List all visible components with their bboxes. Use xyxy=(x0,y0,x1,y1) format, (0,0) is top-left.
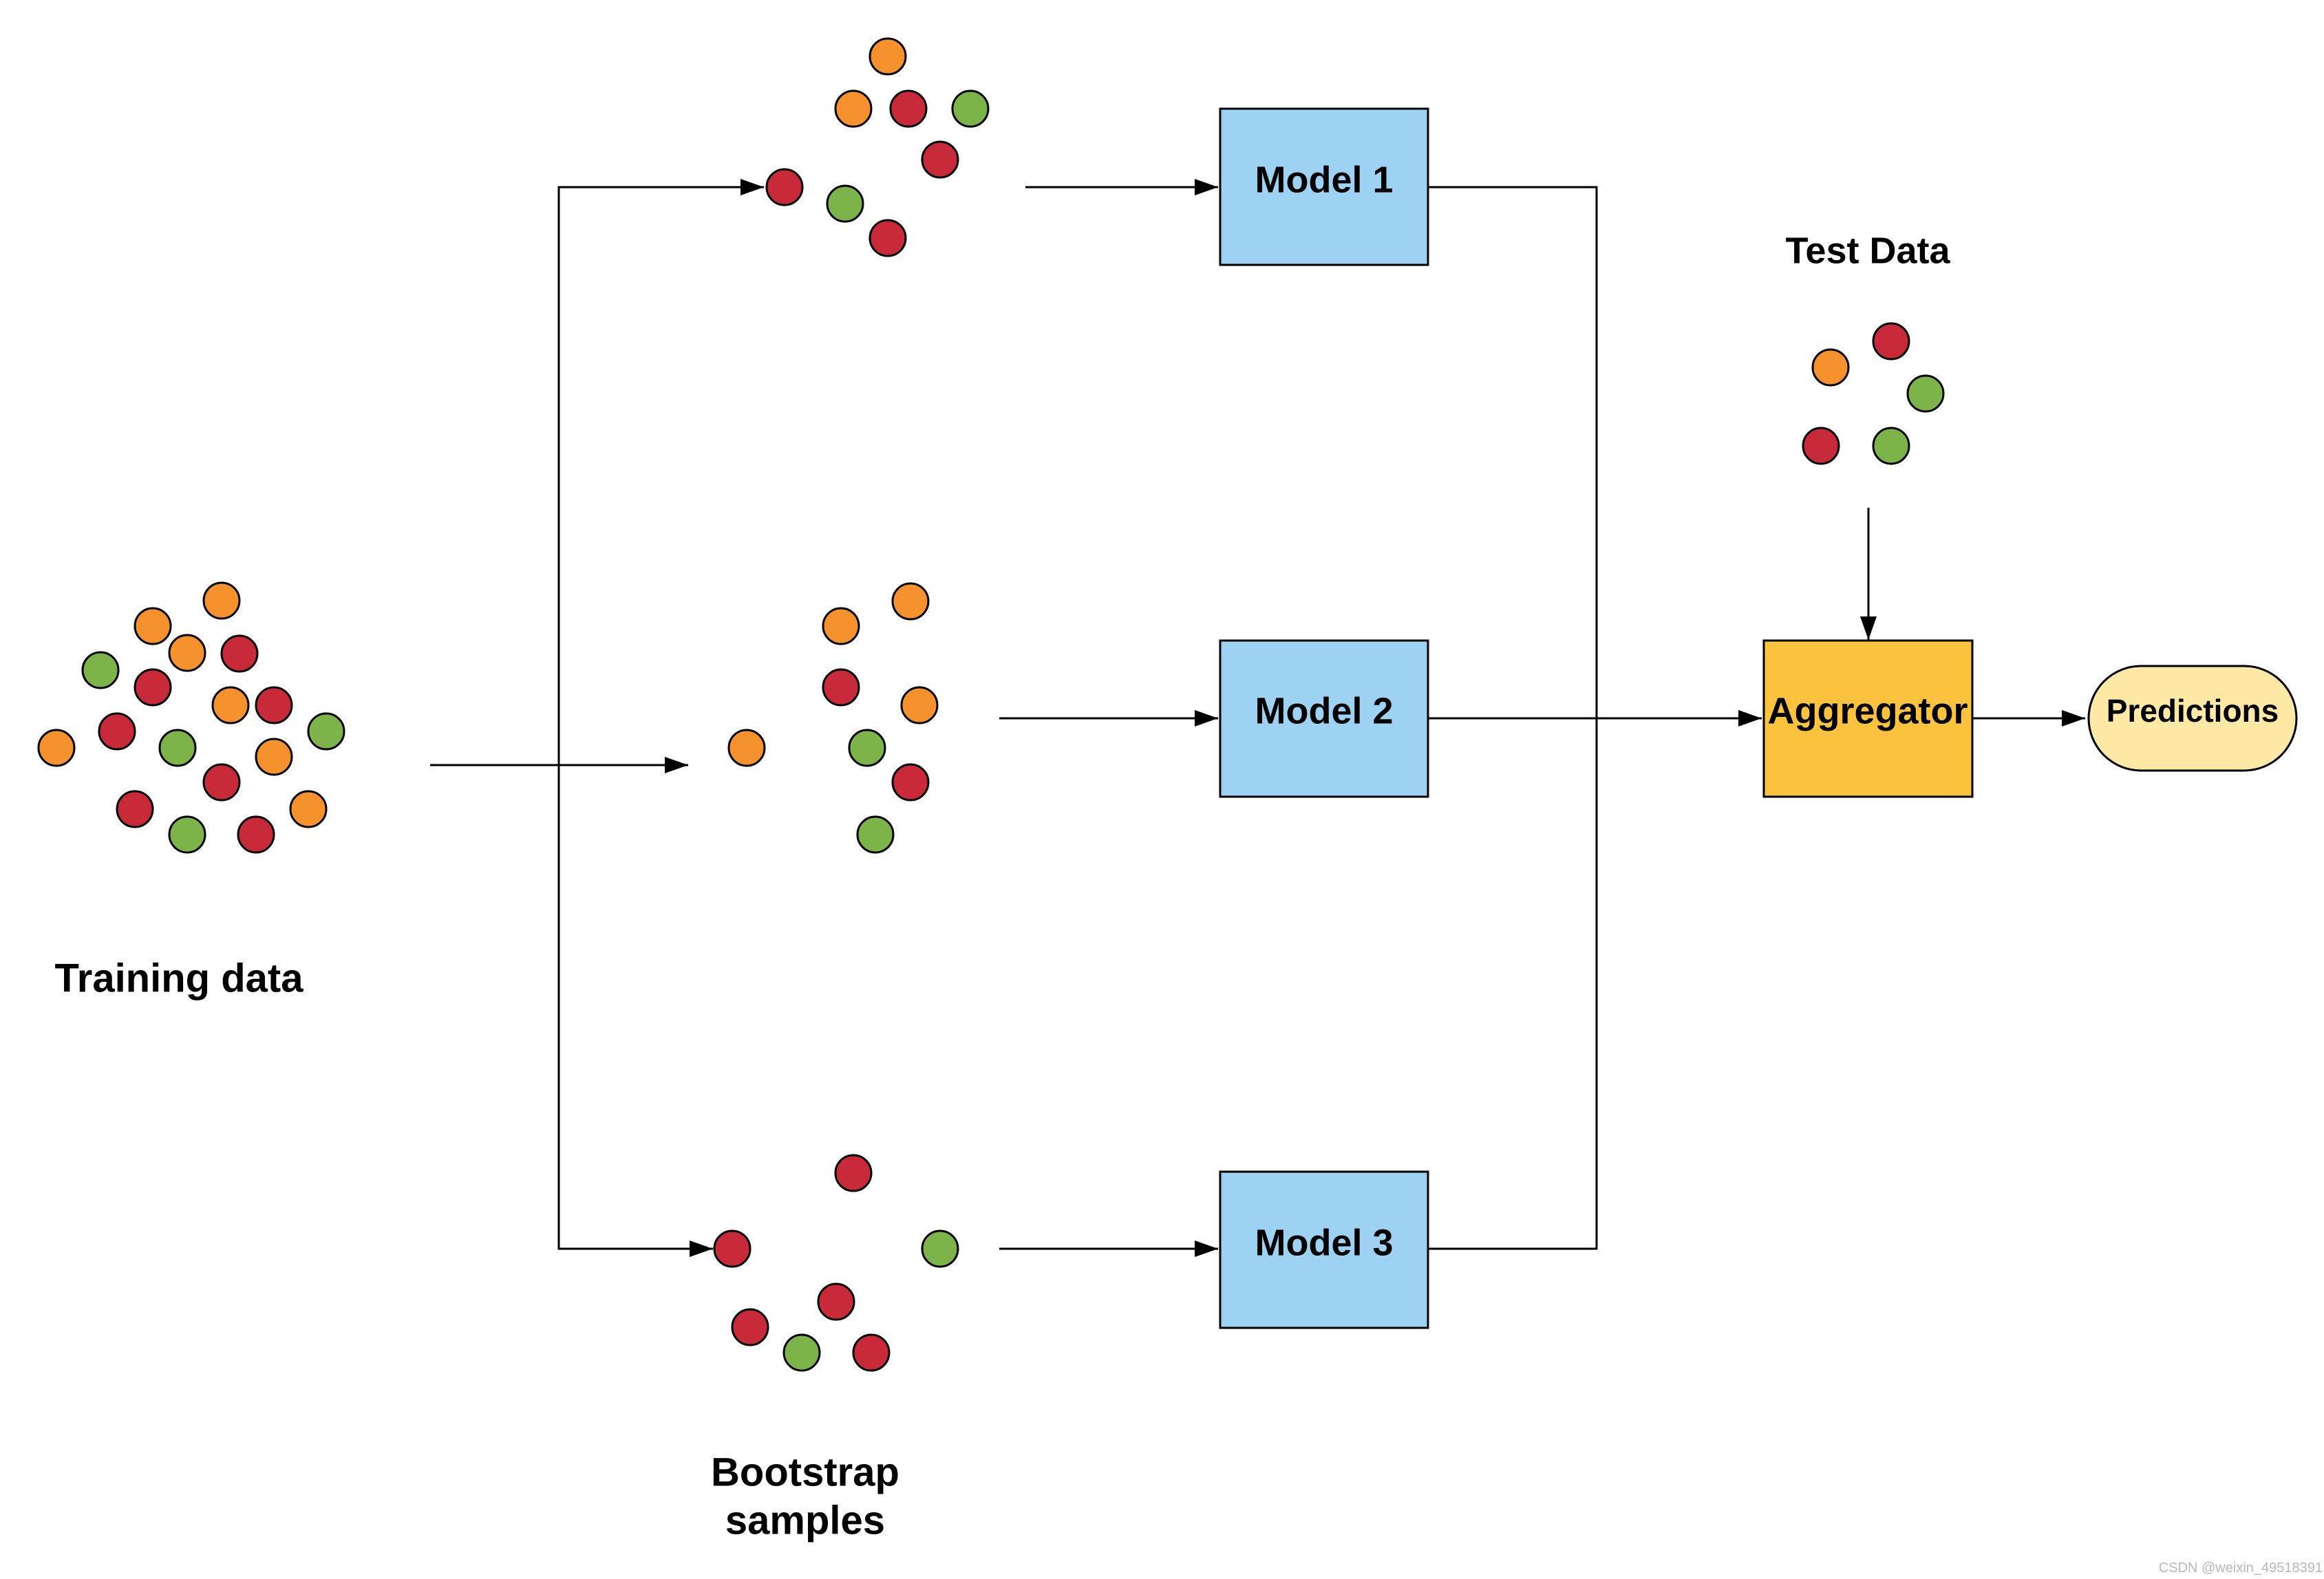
bootstrap1-dot-green xyxy=(826,184,864,223)
bootstrap2-dot-green xyxy=(848,729,886,767)
bootstrap3-dot-red xyxy=(713,1229,751,1268)
bootstrap2-dot-orange xyxy=(727,729,766,767)
training-dot-orange xyxy=(134,607,172,645)
training-dot-red xyxy=(220,634,259,673)
model-1-label: Model 1 xyxy=(1255,159,1393,200)
watermark: CSDN @weixin_49518391 xyxy=(2159,1560,2323,1576)
bootstrap3-dot-red xyxy=(731,1308,769,1346)
training-data-label: Training data xyxy=(55,956,304,1000)
test-data-label: Test Data xyxy=(1785,230,1950,271)
test-dot-orange xyxy=(1811,348,1850,387)
bootstrap1-dot-red xyxy=(765,168,804,206)
model-1-box: Model 1 xyxy=(1219,107,1429,266)
bootstrap-sample-3-dots xyxy=(713,1154,959,1372)
training-dot-red xyxy=(98,712,136,751)
training-dot-red xyxy=(237,815,275,854)
line-model1-to-merge xyxy=(1428,186,1598,718)
bootstrap2-dot-green xyxy=(856,815,895,854)
aggregator-box: Aggregator xyxy=(1762,639,1974,798)
training-dot-red xyxy=(134,668,172,707)
training-dot-red xyxy=(202,763,241,802)
connectors xyxy=(430,179,2085,1257)
training-dot-orange xyxy=(37,729,76,767)
bootstrap2-dot-orange xyxy=(822,607,860,645)
bootstrap1-dot-orange xyxy=(868,37,907,76)
bootstrap2-dot-orange xyxy=(900,686,939,724)
bootstrap-label-line2: samples xyxy=(725,1498,885,1543)
bootstrap3-dot-green xyxy=(921,1229,959,1268)
model-3-label: Model 3 xyxy=(1255,1222,1393,1263)
bootstrap2-dot-red xyxy=(891,763,930,802)
training-dot-orange xyxy=(202,581,241,620)
bootstrap3-dot-red xyxy=(852,1333,891,1372)
training-dot-green xyxy=(307,712,345,751)
bootstrap-sample-2-dots xyxy=(727,582,939,854)
bootstrap1-dot-red xyxy=(921,140,959,179)
training-dot-green xyxy=(81,651,120,689)
bootstrap3-dot-red xyxy=(834,1154,873,1192)
training-dot-green xyxy=(158,729,197,767)
test-data-dots xyxy=(1802,322,1945,465)
training-dot-orange xyxy=(211,686,250,724)
training-dot-orange xyxy=(255,738,293,776)
bootstrap3-dot-green xyxy=(782,1333,821,1372)
test-dot-green xyxy=(1872,427,1910,465)
bootstrap-sample-1-dots xyxy=(765,37,990,257)
training-dot-orange xyxy=(289,790,328,828)
arrow-split-to-bootstrap1 xyxy=(557,179,764,765)
bootstrap1-dot-orange xyxy=(834,89,873,128)
model-3-box: Model 3 xyxy=(1219,1170,1429,1329)
training-dot-red xyxy=(116,790,154,828)
test-dot-green xyxy=(1906,374,1945,413)
predictions-label: Predictions xyxy=(2107,693,2279,729)
bootstrap1-dot-red xyxy=(889,89,928,128)
test-dot-red xyxy=(1802,427,1840,465)
training-dot-green xyxy=(168,815,206,854)
line-model3-to-merge xyxy=(1428,718,1598,1250)
bootstrap-label-line1: Bootstrap xyxy=(711,1450,899,1494)
aggregator-label: Aggregator xyxy=(1767,690,1968,731)
model-2-label: Model 2 xyxy=(1255,690,1393,731)
bootstrap1-dot-green xyxy=(951,89,990,128)
training-dot-red xyxy=(255,686,293,724)
training-dot-orange xyxy=(168,634,206,672)
predictions-box: Predictions xyxy=(2087,665,2298,772)
test-dot-red xyxy=(1872,322,1910,361)
arrow-split-to-bootstrap3 xyxy=(557,765,713,1257)
bootstrap3-dot-red xyxy=(817,1282,855,1321)
training-data-dots xyxy=(37,581,345,854)
bootstrap2-dot-orange xyxy=(891,582,930,621)
bootstrap2-dot-red xyxy=(822,668,860,707)
bootstrap1-dot-red xyxy=(868,219,907,257)
model-2-box: Model 2 xyxy=(1219,639,1429,798)
